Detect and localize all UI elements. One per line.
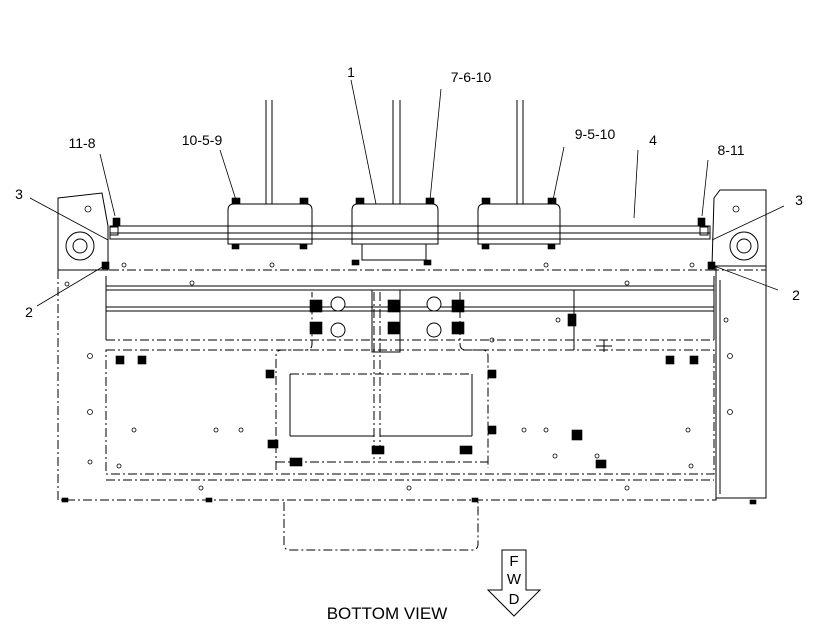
fwd-letter-f: F [509,553,518,570]
callout-2-right: 2 [792,287,800,303]
callout-10-5-9: 10-5-9 [182,132,223,148]
view-title: BOTTOM VIEW [327,604,448,623]
bottom-tab-outline [283,502,479,551]
long-rail [109,225,711,240]
right-bracket [697,189,767,270]
fwd-letter-w: W [507,571,522,588]
left-bracket [57,192,121,271]
fwd-letter-d: D [509,591,520,608]
callout-8-11: 8-11 [718,142,745,158]
vertical-rods [265,100,524,204]
top-mounting-blocks [227,197,561,266]
callout-4: 4 [649,132,657,148]
callout-3-right: 3 [795,192,803,208]
callout-7-6-10: 7-6-10 [451,69,492,85]
callout-1: 1 [347,64,355,80]
fwd-arrow: F W D [486,549,542,617]
callout-labels: 1 7-6-10 10-5-9 9-5-10 4 11-8 8-11 3 3 2… [15,64,803,320]
main-frame [57,262,767,505]
callout-9-5-10: 9-5-10 [575,126,616,142]
callout-11-8: 11-8 [69,135,96,151]
leader-lines [29,79,785,307]
callout-3-left: 3 [15,186,23,202]
callout-2-left: 2 [25,304,33,320]
center-channels [115,289,699,470]
